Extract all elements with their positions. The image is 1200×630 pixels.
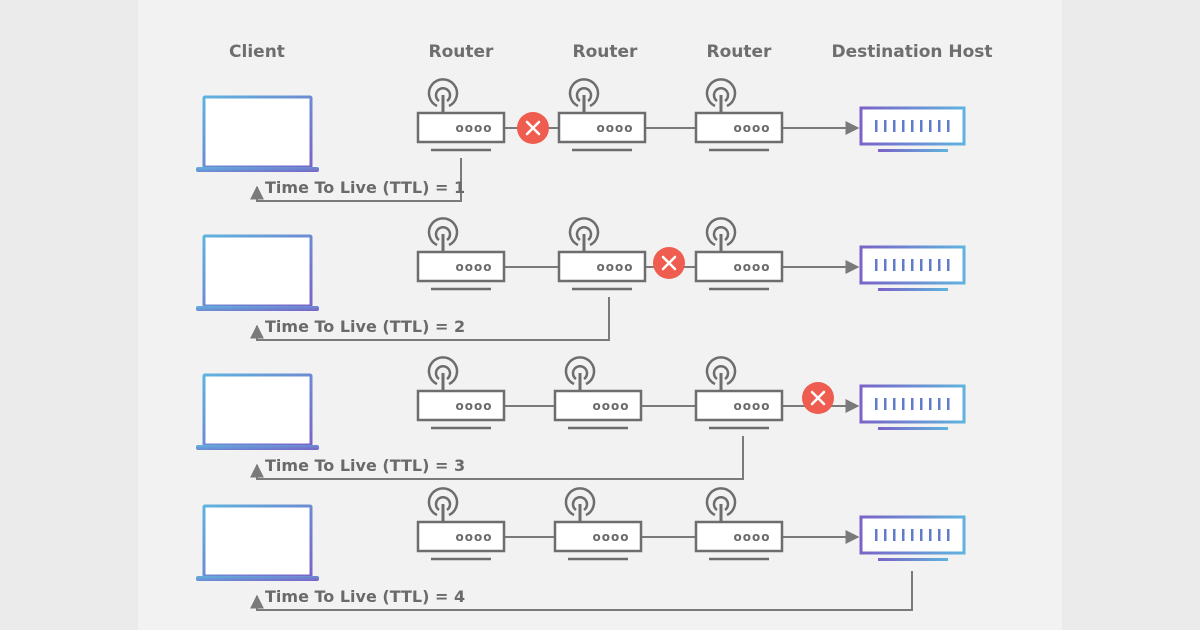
ttl-label: Time To Live (TTL) = 3 xyxy=(265,456,465,475)
router-status-lights: oooo xyxy=(734,399,771,413)
header-router-1: Router xyxy=(429,42,495,62)
router-status-lights: oooo xyxy=(734,121,771,135)
server-icon xyxy=(859,245,966,291)
laptop-icon xyxy=(196,95,319,172)
return-path-arrow xyxy=(250,158,462,202)
router-status-lights: oooo xyxy=(734,260,771,274)
server-icon xyxy=(859,106,966,152)
router-status-lights: oooo xyxy=(456,121,493,135)
router-icon: oooo xyxy=(416,356,506,430)
router-icon: oooo xyxy=(694,487,784,561)
router-icon: oooo xyxy=(694,217,784,291)
return-path-arrow xyxy=(250,436,744,480)
router-icon: oooo xyxy=(557,78,647,152)
header-client: Client xyxy=(229,42,285,62)
router-icon: oooo xyxy=(416,217,506,291)
router-status-lights: oooo xyxy=(597,260,634,274)
x-circle-icon xyxy=(653,247,685,279)
ttl-label: Time To Live (TTL) = 1 xyxy=(265,178,465,197)
router-status-lights: oooo xyxy=(593,399,630,413)
laptop-icon xyxy=(196,504,319,581)
x-circle-icon xyxy=(802,382,834,414)
return-path-arrow xyxy=(250,571,913,611)
x-circle-icon xyxy=(517,112,549,144)
laptop-icon xyxy=(196,234,319,311)
router-icon: oooo xyxy=(694,356,784,430)
router-status-lights: oooo xyxy=(456,530,493,544)
return-path-arrow xyxy=(250,297,610,341)
router-icon: oooo xyxy=(553,487,643,561)
header-router-3: Router xyxy=(707,42,773,62)
router-icon: oooo xyxy=(553,356,643,430)
router-status-lights: oooo xyxy=(456,260,493,274)
router-status-lights: oooo xyxy=(734,530,771,544)
ttl-label: Time To Live (TTL) = 2 xyxy=(265,317,465,336)
header-destination: Destination Host xyxy=(831,42,992,62)
server-icon xyxy=(859,515,966,561)
server-icon xyxy=(859,384,966,430)
router-status-lights: oooo xyxy=(593,530,630,544)
router-status-lights: oooo xyxy=(597,121,634,135)
router-icon: oooo xyxy=(694,78,784,152)
column-headers: Client Router Router Router Destination … xyxy=(229,42,992,62)
router-icon: oooo xyxy=(557,217,647,291)
ttl-label: Time To Live (TTL) = 4 xyxy=(265,587,465,606)
router-icon: oooo xyxy=(416,487,506,561)
router-status-lights: oooo xyxy=(456,399,493,413)
laptop-icon xyxy=(196,373,319,450)
router-icon: oooo xyxy=(416,78,506,152)
header-router-2: Router xyxy=(573,42,639,62)
